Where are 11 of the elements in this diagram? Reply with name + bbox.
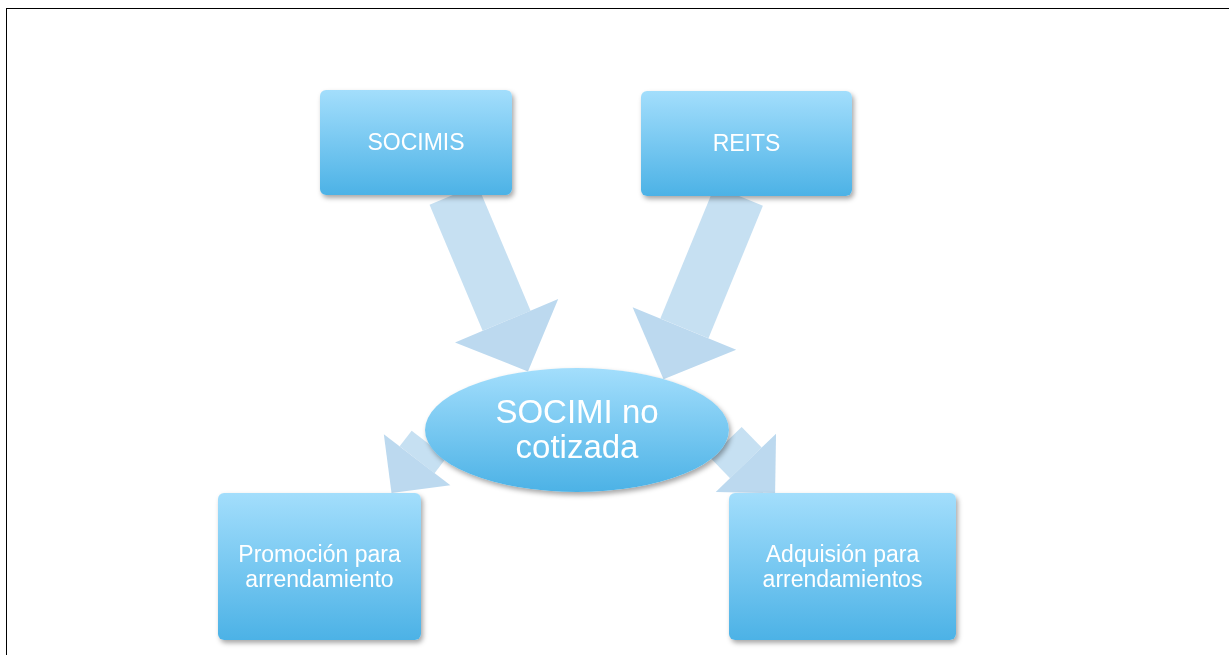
node-label: SOCIMIS xyxy=(367,130,465,155)
node-label: SOCIMI no cotizada xyxy=(494,395,660,465)
node-label: Adquisión para arrendamientos xyxy=(761,542,924,591)
block-arrow xyxy=(383,430,451,494)
process-box xyxy=(641,91,852,196)
block-arrow xyxy=(710,426,777,494)
node-label: Promoción para arrendamiento xyxy=(237,542,402,591)
process-box xyxy=(218,493,421,640)
process-box xyxy=(729,493,956,640)
node-label: REITS xyxy=(712,131,781,156)
process-box xyxy=(320,90,512,195)
